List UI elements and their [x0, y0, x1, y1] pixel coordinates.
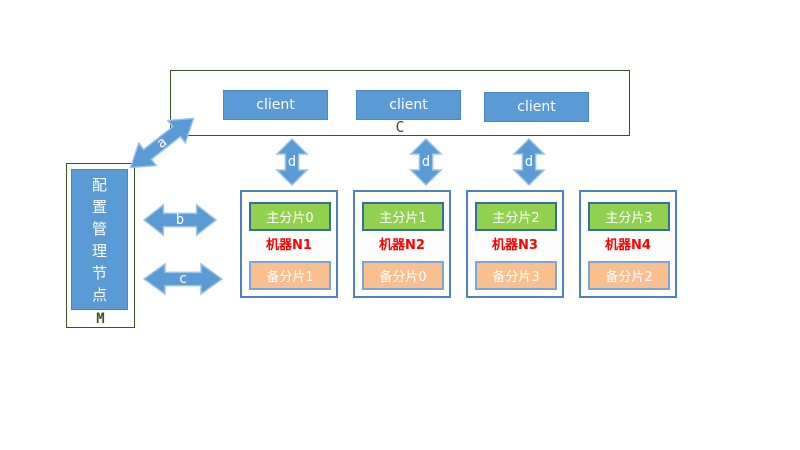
backup-shard-box: 备分片2	[588, 261, 670, 290]
double-arrow-icon	[143, 262, 223, 296]
primary-shard-box: 主分片1	[362, 202, 444, 231]
double-arrow-icon	[143, 203, 217, 237]
machine-box: 主分片1 机器N2 备分片0	[353, 190, 451, 298]
config-node-title: 配置管理节点	[91, 175, 107, 304]
backup-shard-box: 备分片3	[475, 261, 557, 290]
client-group-label: C	[395, 118, 405, 136]
backup-shard-box: 备分片0	[362, 261, 444, 290]
double-arrow-icon	[512, 138, 546, 186]
config-node-label: M	[96, 311, 105, 327]
machine-box: 主分片0 机器N1 备分片1	[240, 190, 338, 298]
arrow-d: d	[512, 138, 546, 186]
machine-name: 机器N4	[605, 238, 651, 253]
backup-shard-box: 备分片1	[249, 261, 331, 290]
arrow-d: d	[409, 138, 443, 186]
machine-name: 机器N2	[379, 238, 425, 253]
arrow-a: a	[120, 105, 204, 181]
client-group-box: client client client	[170, 70, 630, 136]
machine-name: 机器N1	[266, 238, 312, 253]
machine-box: 主分片3 机器N4 备分片2	[579, 190, 677, 298]
arrow-c: c	[143, 262, 223, 296]
client-box: client	[223, 90, 328, 120]
config-node-box: 配置管理节点 M	[66, 163, 135, 328]
client-box: client	[484, 92, 589, 122]
primary-shard-box: 主分片2	[475, 202, 557, 231]
machine-name: 机器N3	[492, 238, 538, 253]
primary-shard-box: 主分片3	[588, 202, 670, 231]
config-node: 配置管理节点	[71, 169, 128, 310]
arrow-d: d	[275, 138, 309, 186]
machine-box: 主分片2 机器N3 备分片3	[466, 190, 564, 298]
double-arrow-icon	[275, 138, 309, 186]
client-box: client	[356, 90, 461, 120]
primary-shard-box: 主分片0	[249, 202, 331, 231]
arrow-b: b	[143, 203, 217, 237]
double-arrow-icon	[129, 117, 195, 169]
double-arrow-icon	[409, 138, 443, 186]
